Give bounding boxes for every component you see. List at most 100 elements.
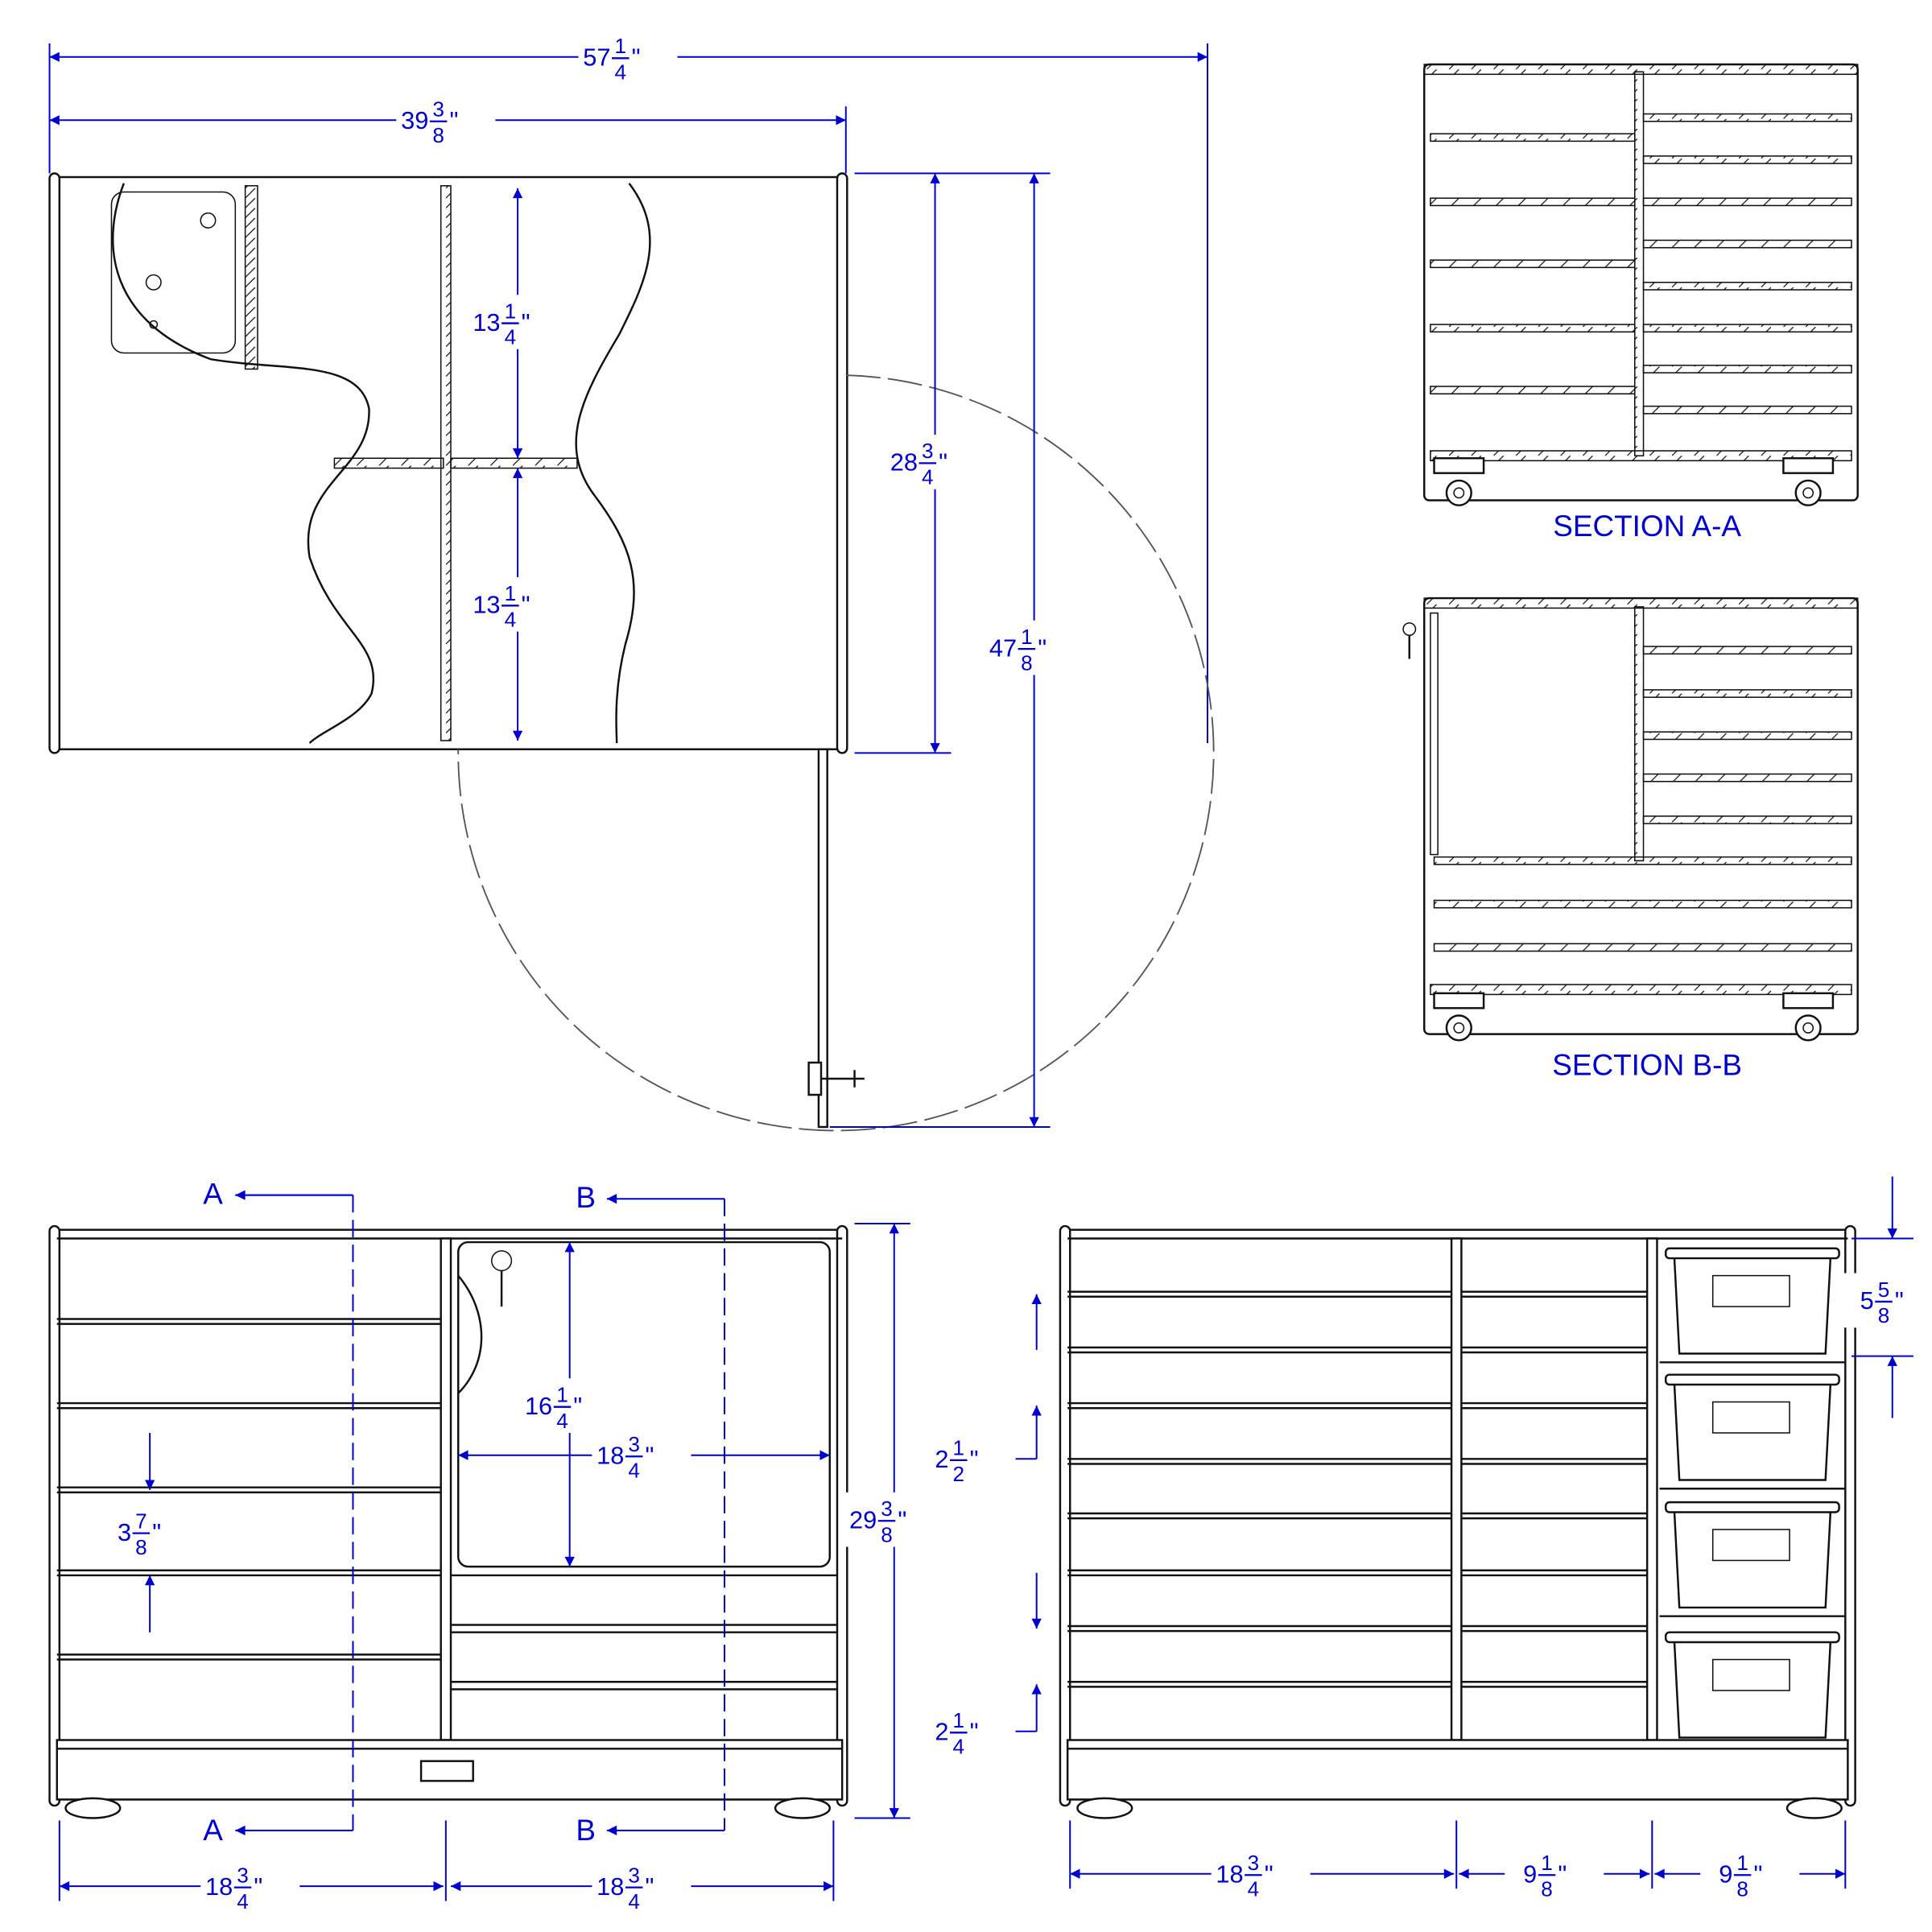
dim-whole: 13 [473, 308, 500, 336]
inch-mark: " [970, 1445, 979, 1473]
dim-denominator: 4 [1248, 1876, 1260, 1901]
section-a-marker-top: A [203, 1177, 223, 1210]
dim-denominator: 4 [952, 1734, 964, 1758]
inch-mark: " [522, 308, 530, 336]
shelf [1430, 259, 1636, 269]
inch-mark: " [522, 591, 530, 619]
dim-numerator: 3 [1248, 1851, 1260, 1875]
dim-denominator: 8 [432, 123, 444, 147]
inch-mark: " [1038, 634, 1046, 662]
dim-numerator: 1 [1541, 1851, 1553, 1875]
dim-numerator: 3 [922, 439, 934, 463]
shelf [1430, 386, 1636, 394]
section-b-b: SECTION B-B [1402, 597, 1859, 1081]
dim-denominator: 8 [135, 1535, 147, 1559]
dim-whole: 28 [890, 448, 918, 477]
plan-view [48, 43, 1215, 1132]
dim-whole: 18 [205, 1872, 233, 1901]
cutaway-left [111, 183, 375, 744]
shelf [1642, 113, 1852, 122]
storage-bin [1659, 1373, 1846, 1490]
dim-numerator: 3 [628, 1432, 640, 1456]
dim-whole: 2 [935, 1445, 948, 1473]
inch-mark: " [898, 1505, 906, 1534]
dim-numerator: 5 [1878, 1278, 1890, 1302]
storage-bin [1659, 1501, 1846, 1617]
dim-numerator: 1 [1021, 625, 1033, 649]
shelf [1642, 155, 1852, 164]
dim-denominator: 8 [1878, 1303, 1890, 1327]
dim-numerator: 7 [135, 1509, 147, 1533]
dim-numerator: 3 [628, 1863, 640, 1887]
inch-mark: " [939, 448, 947, 477]
inch-mark: " [1753, 1860, 1762, 1888]
dim-whole: 9 [1719, 1860, 1732, 1888]
shelf [1642, 731, 1852, 741]
dim-whole: 18 [597, 1441, 624, 1469]
shelf [1642, 815, 1852, 824]
inch-mark: " [646, 1441, 654, 1469]
dim-denominator: 4 [614, 60, 626, 84]
shelf [1430, 324, 1636, 333]
inch-mark: " [254, 1872, 262, 1901]
dim-numerator: 1 [614, 34, 626, 58]
dim-whole: 13 [473, 591, 500, 619]
shelf [1642, 197, 1852, 207]
shelf [1433, 899, 1852, 909]
section-a-a-title: SECTION A-A [1553, 510, 1741, 543]
dim-whole: 18 [1216, 1860, 1243, 1888]
dim-numerator: 3 [237, 1863, 249, 1887]
dim-whole: 39 [401, 106, 428, 134]
dim-denominator: 8 [1736, 1876, 1748, 1901]
inch-mark: " [632, 43, 641, 72]
cutaway-right [575, 182, 651, 744]
dim-denominator: 4 [505, 325, 517, 349]
section-b-b-title: SECTION B-B [1552, 1048, 1742, 1081]
shelf [1433, 943, 1852, 952]
section-b-marker-top: B [576, 1181, 596, 1214]
shelf [1642, 239, 1852, 249]
dim-denominator: 4 [628, 1889, 640, 1913]
dim-numerator: 1 [1736, 1851, 1748, 1875]
section-a-marker-bottom: A [203, 1814, 223, 1847]
rear-view [1009, 1176, 1913, 1889]
dim-whole: 57 [583, 43, 610, 72]
shelf [1642, 282, 1852, 291]
dim-denominator: 4 [237, 1889, 249, 1913]
dim-denominator: 8 [1021, 650, 1033, 675]
section-a-a: SECTION A-A [1423, 63, 1859, 543]
dim-denominator: 8 [881, 1522, 893, 1546]
dim-whole: 47 [989, 634, 1017, 662]
dim-denominator: 2 [952, 1462, 964, 1486]
dim-whole: 2 [935, 1718, 948, 1746]
dim-numerator: 3 [432, 97, 444, 122]
dim-denominator: 4 [628, 1458, 640, 1482]
inch-mark: " [1895, 1286, 1904, 1315]
inch-mark: " [970, 1718, 979, 1746]
shelf [1642, 689, 1852, 698]
dim-denominator: 8 [1541, 1876, 1553, 1901]
door-swing-arc [457, 374, 1215, 1132]
dim-numerator: 1 [952, 1436, 964, 1460]
shelf [1642, 365, 1852, 374]
dim-denominator: 4 [922, 465, 934, 489]
dim-denominator: 4 [556, 1409, 568, 1433]
inch-mark: " [152, 1518, 161, 1546]
